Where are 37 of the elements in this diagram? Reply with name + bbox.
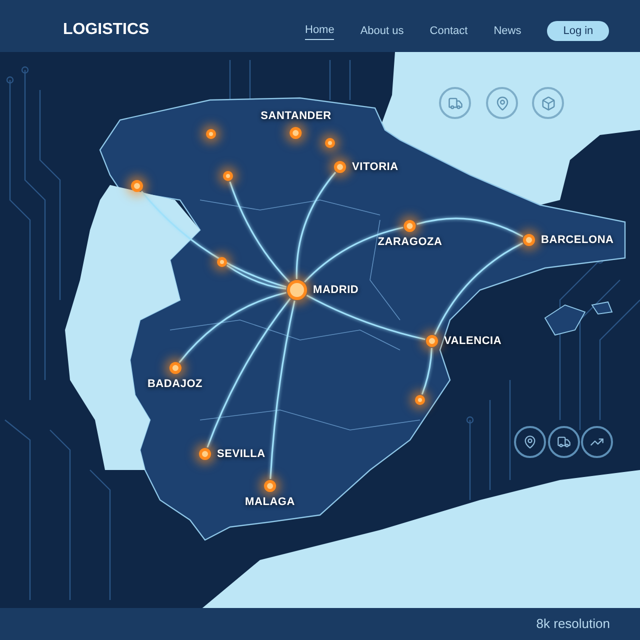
city-label: VITORIA bbox=[352, 162, 398, 172]
route-line bbox=[206, 298, 291, 448]
city-label: VALENCIA bbox=[444, 336, 502, 346]
nav-link: Home bbox=[305, 25, 334, 40]
city-label: ZARAGOZA bbox=[378, 237, 442, 248]
city-label: BARCELONA bbox=[541, 234, 614, 246]
city-marker bbox=[378, 220, 442, 248]
city-marker bbox=[260, 111, 332, 139]
city-marker bbox=[199, 446, 266, 462]
route-line bbox=[416, 218, 524, 238]
route-line bbox=[306, 294, 426, 340]
city-marker bbox=[334, 159, 398, 175]
resolution-note: 8k resolution bbox=[536, 617, 610, 630]
route-line bbox=[140, 190, 287, 288]
nav-link: About us bbox=[360, 26, 404, 38]
route-line bbox=[421, 348, 432, 395]
route-line bbox=[226, 264, 286, 290]
login-button: Log in bbox=[547, 21, 610, 41]
city-label: MALAGA bbox=[245, 497, 295, 508]
city-marker bbox=[426, 333, 502, 349]
route-line bbox=[304, 226, 404, 283]
route-line bbox=[296, 172, 336, 279]
route-line bbox=[434, 242, 524, 335]
route-line bbox=[270, 300, 296, 480]
city-label: SEVILLA bbox=[217, 448, 266, 460]
city-marker bbox=[523, 232, 614, 248]
city-marker bbox=[147, 362, 203, 390]
city-label: MADRID bbox=[313, 284, 359, 296]
city-marker bbox=[287, 282, 359, 298]
city-label: SANTANDER bbox=[260, 111, 332, 122]
city-marker bbox=[245, 480, 295, 508]
nav-link: Contact bbox=[430, 26, 468, 38]
city-label: BADAJOZ bbox=[147, 379, 203, 390]
route-line bbox=[178, 292, 286, 364]
site-title: LOGISTICS bbox=[63, 22, 150, 38]
nav-link: News bbox=[494, 26, 522, 38]
route-line bbox=[229, 181, 290, 283]
